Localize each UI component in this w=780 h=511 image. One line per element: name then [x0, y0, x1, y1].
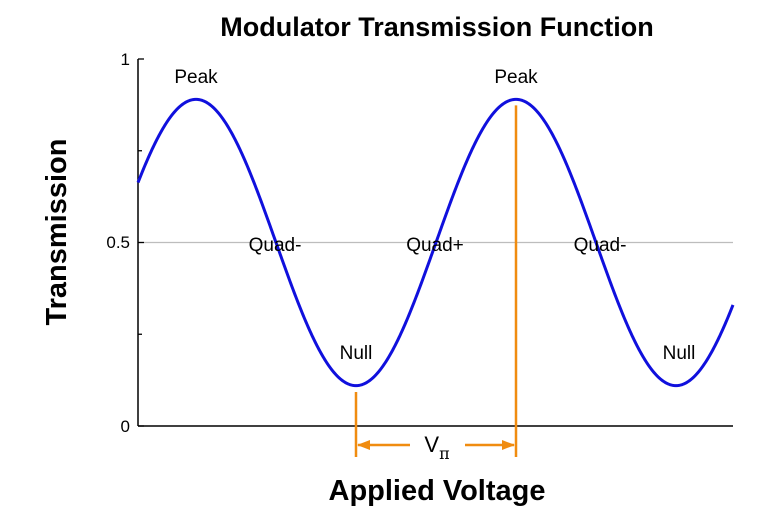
y-tick-1: 1: [121, 50, 130, 69]
transmission-curve: [136, 97, 735, 388]
null-label-left: Null: [340, 343, 373, 364]
y-tick-0.5: 0.5: [106, 233, 130, 252]
peak-label-left: Peak: [174, 67, 218, 88]
null-label-right: Null: [663, 343, 696, 364]
v-pi-main: V: [424, 432, 439, 457]
quad-plus-label: Quad+: [406, 235, 464, 256]
chart-title: Modulator Transmission Function: [220, 12, 654, 42]
quad-minus-label-left: Quad-: [249, 235, 302, 256]
v-pi-arrowhead-right: [502, 440, 515, 450]
y-tick-0: 0: [121, 417, 130, 436]
v-pi-arrowhead-left: [357, 440, 370, 450]
v-pi-subscript: π: [439, 444, 450, 463]
peak-label-right: Peak: [494, 67, 538, 88]
x-axis-label: Applied Voltage: [329, 475, 546, 507]
v-pi-label: Vπ: [424, 432, 449, 463]
y-axis-label: Transmission: [41, 139, 73, 326]
quad-minus-label-right: Quad-: [574, 235, 627, 256]
plot-area: [136, 58, 735, 457]
